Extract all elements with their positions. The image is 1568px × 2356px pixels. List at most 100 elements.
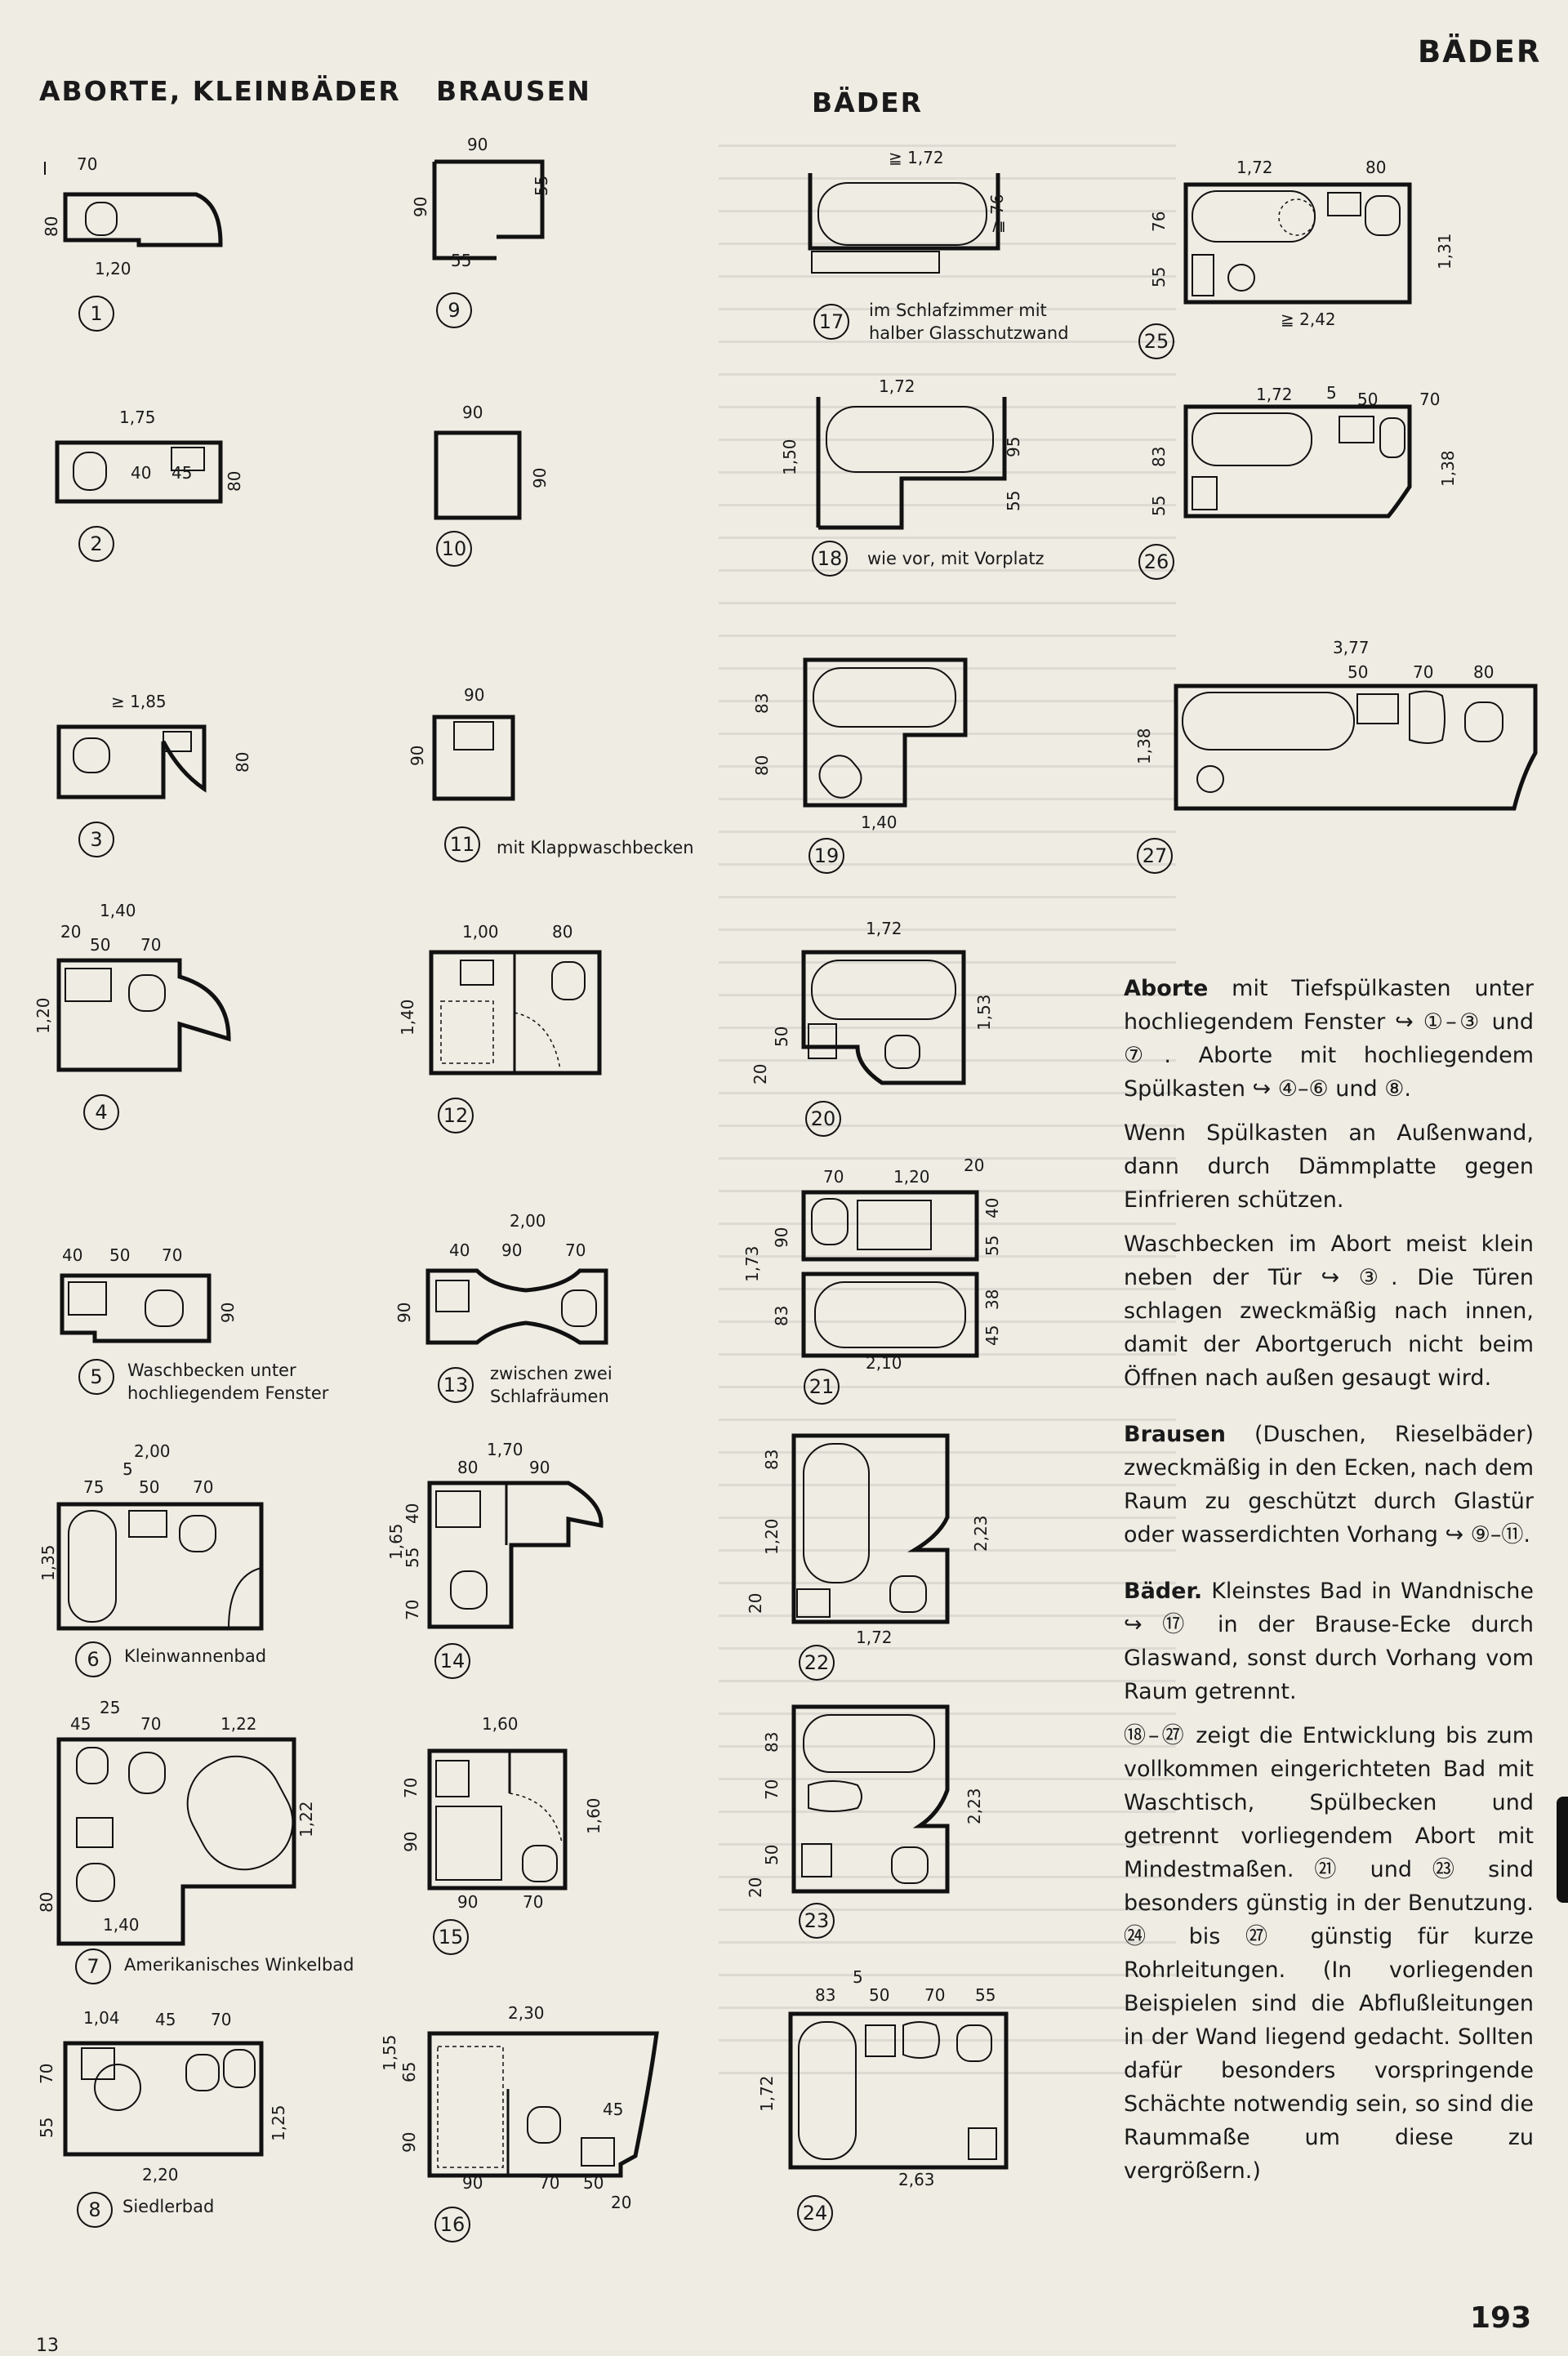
floorplan-fig-25: 1,72 80 76 55 1,31 ≧ 2,42 25 bbox=[1127, 147, 1470, 359]
figure-number: 17 bbox=[813, 304, 849, 340]
dim-label: 20 bbox=[964, 1156, 985, 1175]
dim-label: 2,23 bbox=[971, 1515, 991, 1552]
dim-label: 80 bbox=[1473, 662, 1494, 682]
dim-label: 50 bbox=[583, 2173, 604, 2193]
dim-label: 70 bbox=[1413, 662, 1434, 682]
figure-caption-line: mit Klappwaschbecken bbox=[497, 838, 694, 857]
figure-number: 24 bbox=[797, 2195, 833, 2231]
floorplan-drawing bbox=[788, 2011, 1009, 2170]
dim-label: 50 bbox=[109, 1245, 131, 1265]
paragraph-text: mit Tiefspülkasten unter hochliegendem F… bbox=[1124, 976, 1534, 1102]
figure-caption-line: Amerikanisches Winkelbad bbox=[124, 1955, 354, 1975]
floorplan-fig-24: 5 83 50 70 55 1,72 2,63 24 bbox=[743, 1968, 1045, 2238]
dim-label: 90 bbox=[457, 1892, 479, 1912]
figure-number: 2 bbox=[78, 526, 114, 562]
figure-caption-line: Kleinwannenbad bbox=[124, 1646, 267, 1666]
dim-label: 90 bbox=[394, 1302, 414, 1323]
dim-label: 70 bbox=[823, 1167, 844, 1187]
dim-label: 2,63 bbox=[898, 2170, 935, 2189]
section-title-aborte: ABORTE, KLEINBÄDER bbox=[39, 75, 401, 107]
floorplan-fig-4: 1,40 20 50 70 1,20 4 bbox=[33, 902, 261, 1130]
dim-label: 70 bbox=[77, 154, 98, 174]
dim-label: 70 bbox=[403, 1599, 422, 1620]
dim-label: 80 bbox=[225, 470, 244, 492]
floorplan-fig-14: 1,70 80 90 1,65 70 55 40 14 bbox=[386, 1437, 637, 1682]
dim-label: 1,72 bbox=[866, 919, 902, 938]
dim-label: 1,40 bbox=[103, 1915, 140, 1935]
dim-label: 1,35 bbox=[38, 1544, 58, 1581]
paragraph-waschbecken: Waschbecken im Abort meist klein neben d… bbox=[1124, 1231, 1534, 1391]
dim-label: 40 bbox=[982, 1197, 1002, 1218]
dim-label: 2,00 bbox=[510, 1211, 546, 1231]
dim-label: 70 bbox=[140, 1714, 162, 1734]
dim-label: 55 bbox=[975, 1985, 996, 2005]
dim-label: 1,20 bbox=[893, 1167, 930, 1187]
dim-label: 80 bbox=[752, 755, 772, 776]
dim-label: 80 bbox=[233, 751, 252, 773]
dim-label: ≧ 2,42 bbox=[1281, 310, 1336, 329]
floorplan-drawing bbox=[429, 950, 602, 1076]
page-number: 193 bbox=[1470, 2301, 1532, 2335]
figure-number: 6 bbox=[75, 1641, 111, 1677]
section-title-brausen: BRAUSEN bbox=[436, 75, 591, 107]
dim-label: 1,75 bbox=[119, 408, 156, 427]
dim-label: 90 bbox=[530, 467, 550, 488]
dim-label: 5 bbox=[122, 1459, 133, 1479]
page-number-left: 13 bbox=[36, 2336, 59, 2356]
dim-label: ≧ 76 bbox=[987, 194, 1007, 234]
page-header-baeder: BÄDER bbox=[1418, 34, 1542, 69]
section-title-baeder: BÄDER bbox=[812, 87, 924, 118]
figure-caption-line: im Schlafzimmer mit bbox=[869, 301, 1047, 320]
floorplan-fig-1: 70 80 1,20 1 bbox=[41, 155, 237, 335]
dim-label: 90 bbox=[529, 1458, 550, 1477]
figure-number: 27 bbox=[1137, 838, 1173, 874]
dim-label: 1,70 bbox=[487, 1440, 523, 1459]
dim-label: 70 bbox=[762, 1779, 782, 1800]
thumb-index-tab bbox=[1557, 1797, 1568, 1903]
floorplan-drawing bbox=[801, 950, 966, 1085]
floorplan-fig-2: 1,75 40 45 80 2 bbox=[41, 407, 253, 570]
floorplan-drawing bbox=[1183, 182, 1412, 305]
dim-label: 1,22 bbox=[296, 1801, 316, 1837]
dim-label: 1,50 bbox=[780, 439, 800, 475]
floorplan-drawing bbox=[56, 724, 207, 799]
dim-label: 1,73 bbox=[742, 1245, 762, 1282]
dim-label: 1,38 bbox=[1438, 450, 1458, 487]
floorplan-drawing bbox=[427, 1748, 568, 1891]
dim-label: 1,40 bbox=[861, 813, 898, 832]
paragraph-text: (Duschen, Rieselbäder) zweckmäßig in den… bbox=[1124, 1422, 1534, 1548]
figure-caption-line: Waschbecken unter bbox=[127, 1361, 296, 1380]
figure-number: 7 bbox=[75, 1948, 111, 1984]
term-brausen: Brausen bbox=[1124, 1422, 1226, 1447]
dim-label: 80 bbox=[42, 216, 61, 237]
paragraph-entwicklung: ⑱–㉗ zeigt die Entwicklung bis zum vollko… bbox=[1124, 1723, 1534, 2184]
floorplan-fig-21: 70 1,20 20 90 1,73 83 55 40 45 38 2,10 2… bbox=[735, 1151, 1029, 1413]
floorplan-drawing bbox=[434, 430, 522, 520]
floorplan-drawing bbox=[432, 159, 545, 261]
figure-number: 15 bbox=[433, 1919, 469, 1955]
dim-label: 2,00 bbox=[134, 1441, 171, 1461]
floorplan-fig-12: 1,00 80 1,40 12 bbox=[392, 923, 637, 1135]
dim-label: 90 bbox=[467, 135, 488, 154]
dim-label: 70 bbox=[924, 1985, 946, 2005]
dim-label: 70 bbox=[401, 1777, 421, 1798]
dim-label: ≧ 1,72 bbox=[889, 148, 944, 167]
dim-label: 40 bbox=[403, 1503, 422, 1524]
dim-label: 76 bbox=[1149, 211, 1169, 232]
floorplan-drawing bbox=[808, 173, 1000, 274]
figure-caption-line: halber Glasschutzwand bbox=[869, 323, 1069, 343]
figure-number: 26 bbox=[1138, 544, 1174, 580]
figure-number: 9 bbox=[436, 292, 472, 328]
dim-label: 83 bbox=[1149, 446, 1169, 467]
dim-label: 3,77 bbox=[1333, 638, 1370, 657]
floorplan-drawing bbox=[791, 1433, 950, 1624]
figure-number: 20 bbox=[805, 1101, 841, 1137]
dim-label: 90 bbox=[772, 1227, 791, 1248]
figure-number: 3 bbox=[78, 822, 114, 857]
dim-label: 90 bbox=[399, 2131, 419, 2153]
dim-label: 2,30 bbox=[508, 2003, 545, 2023]
dim-label: 90 bbox=[408, 745, 427, 766]
dim-label: 83 bbox=[815, 1985, 836, 2005]
floorplan-fig-22: 83 1,20 20 2,23 1,72 22 bbox=[735, 1421, 1013, 1681]
